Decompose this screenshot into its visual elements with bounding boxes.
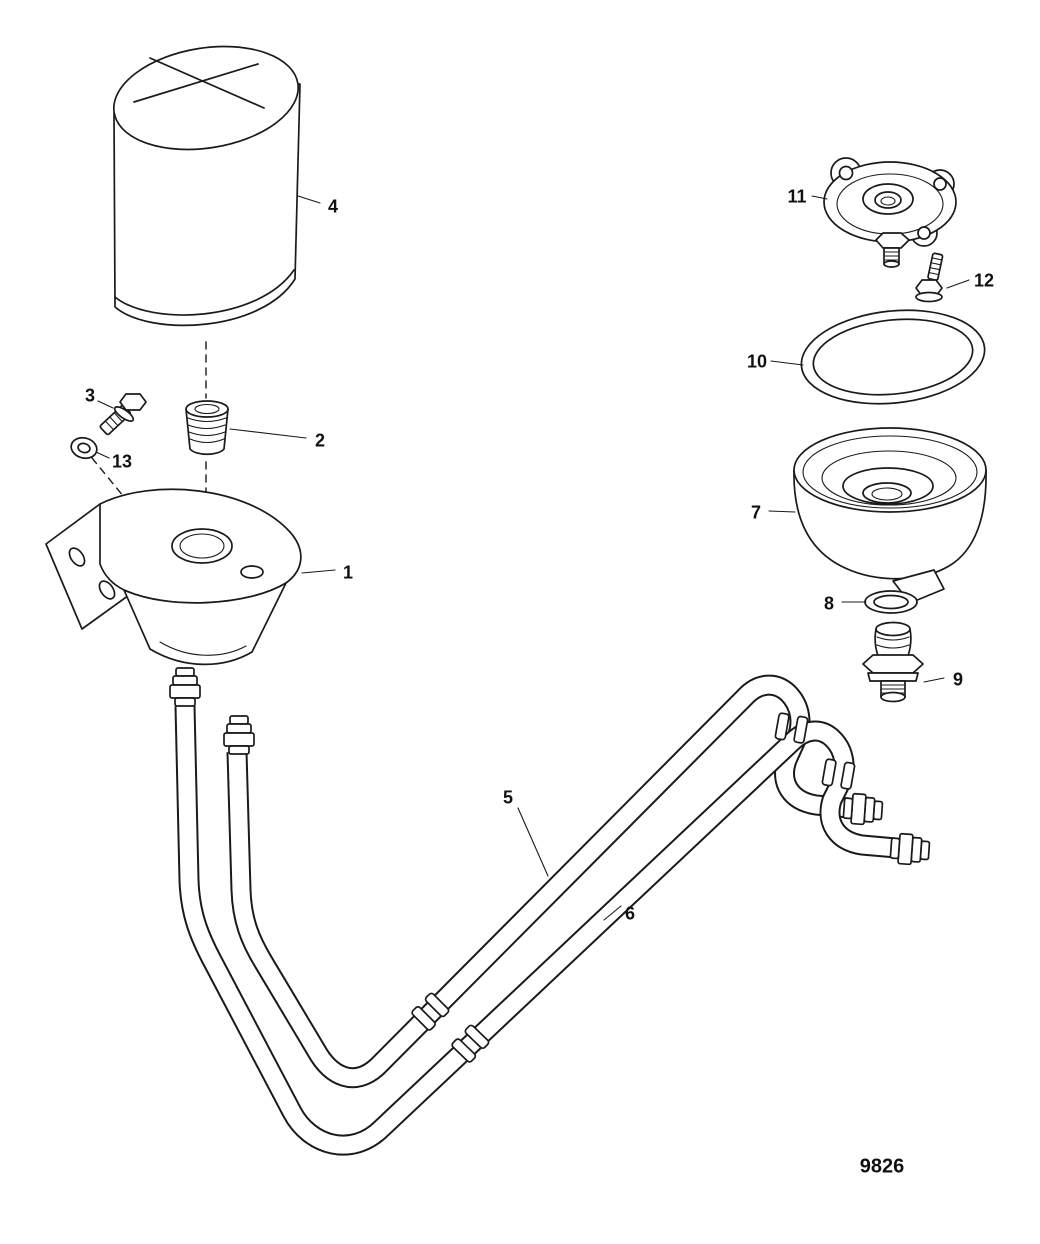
callout-10: 10 (746, 351, 768, 372)
hose-fitting-left-front (169, 667, 201, 707)
hose-fitting-right-front (889, 832, 931, 867)
callout-13: 13 (111, 451, 133, 472)
callout-12: 12 (973, 270, 995, 291)
part-barb-fitting (862, 621, 924, 703)
callout-7: 7 (750, 502, 762, 523)
callout-5: 5 (502, 787, 514, 808)
part-bolt-small (99, 393, 147, 436)
callout-8: 8 (823, 593, 835, 614)
hose-fitting-right-rear (842, 792, 884, 827)
callout-9: 9 (952, 669, 964, 690)
callout-6: 6 (624, 903, 636, 924)
figure-number: 9826 (859, 1155, 905, 1178)
leader-lines (95, 195, 970, 921)
callout-11: 11 (787, 186, 807, 207)
part-bolt-cover (915, 252, 944, 303)
part-bracket (45, 488, 302, 666)
bolt-hex-head (119, 393, 147, 411)
part-washer (70, 436, 98, 460)
hose-fitting-left-rear (223, 715, 255, 755)
part-hose-rear (226, 674, 850, 1089)
part-o-ring-small (864, 590, 918, 614)
part-o-ring-large (800, 309, 986, 405)
part-threaded-nipple (185, 400, 229, 456)
callout-2: 2 (314, 430, 326, 451)
callout-3: 3 (84, 385, 96, 406)
part-adapter-housing (793, 427, 987, 604)
callout-4: 4 (327, 196, 339, 217)
part-oil-filter (112, 45, 301, 327)
part-cover-plate (823, 157, 957, 268)
oil-filter-top (112, 45, 300, 151)
callout-1: 1 (342, 562, 354, 583)
